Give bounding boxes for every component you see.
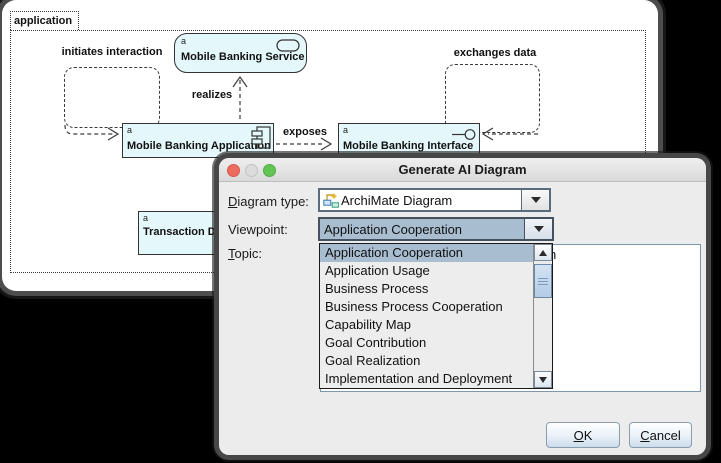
diagram-type-value: ArchiMate Diagram <box>341 192 453 208</box>
viewpoint-option[interactable]: Capability Map <box>325 317 411 332</box>
viewpoint-option[interactable]: Business Process Cooperation <box>325 299 503 314</box>
viewpoint-value: Application Cooperation <box>324 221 463 237</box>
element-mobile-banking-service[interactable]: a Mobile Banking Service <box>174 33 307 73</box>
connection-label-initiates-interaction[interactable]: initiates interaction <box>61 46 163 58</box>
viewpoint-option[interactable]: Goal Realization <box>325 353 421 368</box>
connection-label-exposes[interactable]: exposes <box>282 126 328 138</box>
archimate-diagram-icon <box>323 193 339 208</box>
dialog-titlebar[interactable]: Generate AI Diagram <box>219 158 706 182</box>
close-traffic-light[interactable] <box>227 164 240 177</box>
connection-label-exchanges-data[interactable]: exchanges data <box>453 47 537 59</box>
dialog-title: Generate AI Diagram <box>398 162 527 177</box>
group-label-text: application <box>14 15 73 27</box>
generate-ai-diagram-dialog: Generate AI Diagram Diagram type: ArchiM… <box>219 158 706 455</box>
archimate-marker: a <box>143 213 149 223</box>
chevron-down-icon <box>533 226 544 232</box>
element-mobile-banking-interface[interactable]: a Mobile Banking Interface <box>338 123 480 158</box>
minimize-traffic-light[interactable] <box>245 164 258 177</box>
exchanges-data-route[interactable] <box>445 64 540 133</box>
popup-scrollbar[interactable] <box>533 244 552 388</box>
scroll-down-button[interactable] <box>534 371 552 388</box>
element-mobile-banking-application[interactable]: a Mobile Banking Application <box>122 123 274 158</box>
application-component-icon <box>251 126 271 149</box>
scrollbar-track[interactable] <box>534 261 552 371</box>
scrollbar-thumb[interactable] <box>534 264 552 298</box>
viewpoint-label: Viewpoint: <box>228 222 288 237</box>
diagram-type-dropdown-button[interactable] <box>521 190 549 210</box>
connections-layer <box>64 75 538 151</box>
viewpoint-option[interactable]: Business Process <box>325 281 429 296</box>
archimate-marker: a <box>181 36 187 46</box>
group-label-application[interactable]: application <box>10 11 79 30</box>
ok-button[interactable]: OK <box>546 422 620 448</box>
zoom-traffic-light[interactable] <box>263 164 276 177</box>
service-icon <box>276 39 300 52</box>
diagram-type-label: Diagram type: <box>228 194 309 209</box>
viewpoint-option[interactable]: Application Cooperation <box>320 244 533 262</box>
triangle-down-icon <box>539 376 547 383</box>
chevron-down-icon <box>530 197 541 203</box>
diagram-type-combobox[interactable]: ArchiMate Diagram <box>318 188 551 212</box>
interface-lollipop-icon <box>452 129 476 140</box>
triangle-up-icon <box>539 249 547 256</box>
viewpoint-dropdown-button[interactable] <box>524 219 552 239</box>
viewpoint-option[interactable]: Goal Contribution <box>325 335 427 350</box>
cancel-button[interactable]: Cancel <box>629 422 692 448</box>
viewpoint-option[interactable]: Implementation and Deployment <box>325 371 513 386</box>
initiates-interaction-route[interactable] <box>64 67 160 128</box>
viewpoint-combobox[interactable]: Application Cooperation <box>318 217 554 241</box>
connection-label-realizes[interactable]: realizes <box>191 89 233 101</box>
viewpoint-option[interactable]: Application Usage <box>325 263 430 278</box>
topic-label: Topic: <box>228 246 262 261</box>
archimate-marker: a <box>343 125 349 135</box>
archimate-marker: a <box>127 125 133 135</box>
scroll-up-button[interactable] <box>534 244 552 261</box>
